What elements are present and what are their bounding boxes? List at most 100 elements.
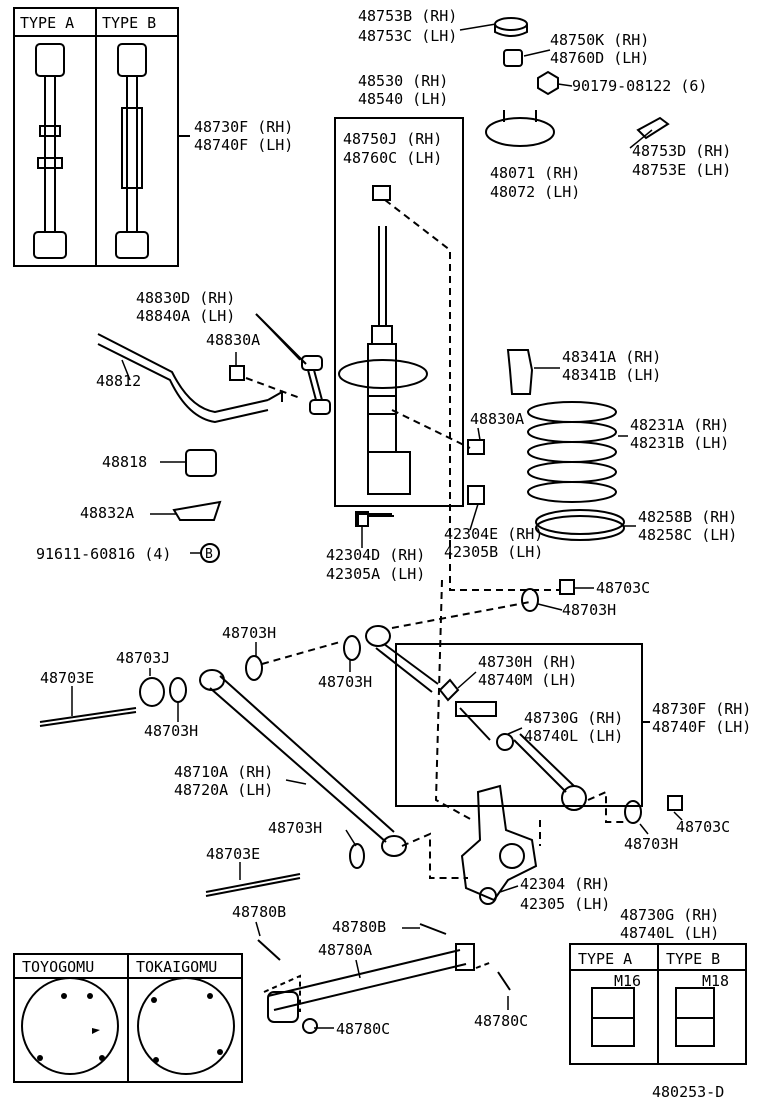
label-48341b: 48341B (LH) <box>562 366 661 384</box>
label-48780c-2: 48780C <box>474 1012 528 1030</box>
nut-icon <box>537 70 559 96</box>
label-48740l-box: 48740L (LH) <box>620 924 719 942</box>
label-48710a: 48710A (RH) <box>174 763 273 781</box>
label-42304e: 42304E (RH) <box>444 525 543 543</box>
bolt-42304e-icon <box>467 485 485 505</box>
label-48730h: 48730H (RH) <box>478 653 577 671</box>
label-48750k: 48750K (RH) <box>550 31 649 49</box>
strut-icon <box>338 185 428 495</box>
nut-48703c-icon <box>667 795 683 811</box>
label-42305b: 42305B (LH) <box>444 543 543 561</box>
stabilizer-bar-icon <box>97 333 269 414</box>
lower-control-arm-icon <box>199 669 407 857</box>
type-a2-header: TYPE A <box>578 950 632 968</box>
label-48703h-1: 48703H <box>562 601 616 619</box>
circle-b-marker <box>200 543 220 563</box>
label-48258c: 48258C (LH) <box>638 526 737 544</box>
label-48720a: 48720A (LH) <box>174 781 273 799</box>
bolt-48703e-icon <box>39 707 137 723</box>
label-48703h-5: 48703H <box>268 819 322 837</box>
label-42305: 42305 (LH) <box>520 895 610 913</box>
label-91611: 91611-60816 (4) <box>36 545 171 563</box>
type-b2-header: TYPE B <box>666 950 720 968</box>
label-48780b-1: 48780B <box>232 903 286 921</box>
bracket-icon <box>636 116 670 140</box>
m18-label: M18 <box>702 972 729 990</box>
bump-stopper-icon <box>506 349 534 395</box>
label-48812: 48812 <box>96 372 141 390</box>
label-42304d: 42304D (RH) <box>326 546 425 564</box>
label-48730g-box: 48730G (RH) <box>620 906 719 924</box>
washer-icon-1 <box>343 635 361 661</box>
washer-icon-3 <box>521 588 539 612</box>
bolt-48703e-2-icon <box>205 873 301 893</box>
label-48830a-2: 48830A <box>470 410 524 428</box>
label-48740f-mid: 48740F (LH) <box>652 718 751 736</box>
label-48780b-2: 48780B <box>332 918 386 936</box>
label-48703h-4: 48703H <box>144 722 198 740</box>
bolt-48780b-1-icon <box>257 939 281 961</box>
bolt-48780c-icon <box>497 971 511 991</box>
strut-assembly-box <box>334 117 464 507</box>
label-48753d: 48753D (RH) <box>632 142 731 160</box>
label-48832a: 48832A <box>80 504 134 522</box>
label-48818: 48818 <box>102 453 147 471</box>
label-48750j: 48750J (RH) <box>343 130 442 148</box>
label-48703h-6: 48703H <box>624 835 678 853</box>
adjuster-bolt-icon <box>459 707 491 741</box>
tokaigomu-header: TOKAIGOMU <box>136 958 217 976</box>
label-48780c-1: 48780C <box>336 1020 390 1038</box>
label-48703h-3: 48703H <box>318 673 372 691</box>
label-48703e-1: 48703E <box>40 669 94 687</box>
tokaigomu-bushing-icon <box>137 977 235 1075</box>
label-48730g-mid: 48730G (RH) <box>524 709 623 727</box>
nut-m18-icon <box>675 987 715 1047</box>
toyogomu-header: TOYOGOMU <box>22 958 94 976</box>
bushing-bracket-icon <box>172 500 222 521</box>
label-48703e-2: 48703E <box>206 845 260 863</box>
upper-insulator-icon <box>494 17 528 31</box>
spring-insulator-icon <box>535 509 625 535</box>
nut-m16-icon <box>591 987 635 1047</box>
label-48740l-mid: 48740L (LH) <box>524 727 623 745</box>
bolt-48780b-2-icon <box>419 923 447 935</box>
label-48540: 48540 (LH) <box>358 90 448 108</box>
washer-icon-2 <box>245 655 263 681</box>
label-48780a: 48780A <box>318 941 372 959</box>
type-a-header: TYPE A <box>20 14 74 32</box>
stabilizer-link-icon <box>301 355 331 415</box>
label-48753b: 48753B (RH) <box>358 7 457 25</box>
label-48341a: 48341A (RH) <box>562 348 661 366</box>
upper-control-arm-icon <box>365 625 587 811</box>
rod-type-a-icon <box>33 43 67 259</box>
label-90179: 90179-08122 (6) <box>572 77 707 95</box>
label-48840a: 48840A (LH) <box>136 307 235 325</box>
cam-washer-icon <box>438 678 460 702</box>
washer-icon-5 <box>349 843 365 869</box>
adjuster-nut-icon <box>496 733 514 751</box>
label-48231a: 48231A (RH) <box>630 416 729 434</box>
label-48231b: 48231B (LH) <box>630 434 729 452</box>
bushing-icon <box>503 49 523 67</box>
rod-type-b-icon <box>115 43 149 259</box>
type-b-header: TYPE B <box>102 14 156 32</box>
label-48072: 48072 (LH) <box>490 183 580 201</box>
coil-spring-icon <box>527 401 617 503</box>
label-48730f-top: 48730F (RH) <box>194 118 293 136</box>
label-48730f-mid: 48730F (RH) <box>652 700 751 718</box>
label-48740f-top: 48740F (LH) <box>194 136 293 154</box>
label-48760d: 48760D (LH) <box>550 49 649 67</box>
label-48753e: 48753E (LH) <box>632 161 731 179</box>
label-48530: 48530 (RH) <box>358 72 448 90</box>
label-42305a: 42305A (LH) <box>326 565 425 583</box>
label-48071: 48071 (RH) <box>490 164 580 182</box>
label-48760c: 48760C (LH) <box>343 149 442 167</box>
label-48703h-2: 48703H <box>222 624 276 642</box>
axle-carrier-icon <box>460 784 538 905</box>
label-48830a-1: 48830A <box>206 331 260 349</box>
label-48830d: 48830D (RH) <box>136 289 235 307</box>
stabilizer-bushing-icon <box>185 449 217 477</box>
support-plate-icon <box>485 117 555 147</box>
